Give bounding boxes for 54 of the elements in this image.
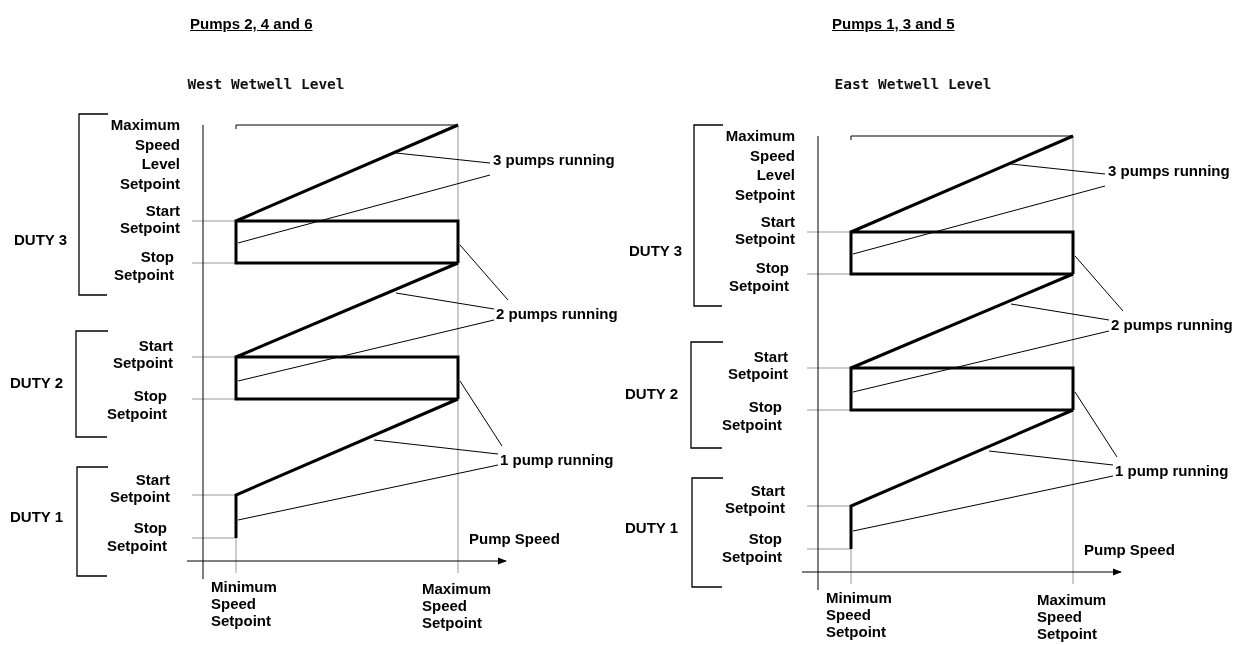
setpoint-label: Stop Setpoint <box>722 398 782 434</box>
setpoint-label: Stop Setpoint <box>107 519 167 555</box>
setpoint-label: Start Setpoint <box>735 213 795 247</box>
setpoint-label: Start Setpoint <box>725 482 785 516</box>
chart-title: East Wetwell Level <box>834 76 992 92</box>
setpoint-label: Start Setpoint <box>120 202 180 236</box>
setpoint-label: Maximum Speed Level Setpoint <box>110 115 180 193</box>
axis-tick-label: Maximum Speed Setpoint <box>1037 591 1107 642</box>
leader-line <box>459 380 503 447</box>
callout-label: 1 pump running <box>1115 462 1229 480</box>
duty-label: DUTY 3 <box>14 231 68 248</box>
leader-line <box>237 319 495 382</box>
level-curve <box>849 134 1075 551</box>
chart-title: West Wetwell Level <box>187 76 345 92</box>
axis-label: Pump Speed <box>1084 541 1175 558</box>
duty-label: DUTY 2 <box>10 374 64 391</box>
callout-label: 3 pumps running <box>1108 162 1230 180</box>
duty-label: DUTY 2 <box>625 385 679 402</box>
duty-label: DUTY 1 <box>625 519 679 536</box>
heading: Pumps 1, 3 and 5 <box>832 15 955 32</box>
duty-label: DUTY 3 <box>629 242 683 259</box>
setpoint-label: Stop Setpoint <box>722 530 782 566</box>
axis-tick-label: Minimum Speed Setpoint <box>826 589 892 640</box>
setpoint-label: Stop Setpoint <box>107 387 167 423</box>
leader-line <box>1074 255 1124 312</box>
leader-line <box>237 174 491 244</box>
setpoint-label: Stop Setpoint <box>114 248 174 284</box>
setpoint-label: Start Setpoint <box>113 337 173 371</box>
leader-line <box>1010 303 1110 321</box>
heading: Pumps 2, 4 and 6 <box>190 15 313 32</box>
leader-line <box>988 450 1114 466</box>
setpoint-label: Start Setpoint <box>110 471 170 505</box>
leader-line <box>852 330 1110 393</box>
setpoint-label: Stop Setpoint <box>729 259 789 295</box>
level-curve <box>234 123 460 540</box>
axis-tick-label: Minimum Speed Setpoint <box>211 578 277 629</box>
leader-line <box>373 439 499 455</box>
callout-label: 2 pumps running <box>1111 316 1233 334</box>
setpoint-label: Maximum Speed Level Setpoint <box>725 126 795 204</box>
callout-label: 2 pumps running <box>496 305 618 323</box>
callout-label: 3 pumps running <box>493 151 615 169</box>
duty-label: DUTY 1 <box>10 508 64 525</box>
setpoint-label: Start Setpoint <box>728 348 788 382</box>
leader-line <box>395 292 495 310</box>
leader-line <box>852 185 1106 255</box>
leader-line <box>237 464 499 521</box>
leader-line <box>459 244 509 301</box>
leader-line <box>1010 163 1106 175</box>
callout-label: 1 pump running <box>500 451 614 469</box>
leader-line <box>395 152 491 164</box>
axis-label: Pump Speed <box>469 530 560 547</box>
leader-line <box>1074 391 1118 458</box>
axis-tick-label: Maximum Speed Setpoint <box>422 580 492 631</box>
leader-line <box>852 475 1114 532</box>
